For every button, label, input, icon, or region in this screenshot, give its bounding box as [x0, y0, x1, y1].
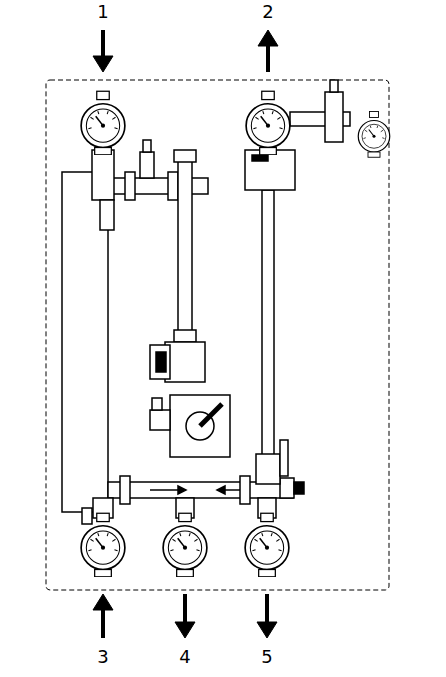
station-boundary: [46, 80, 389, 590]
pressure-gauge: [358, 112, 390, 158]
piping: [62, 80, 350, 524]
callout-number: 3: [97, 647, 108, 667]
pressure-gauge: [246, 91, 290, 155]
thermometer-gauge: [245, 513, 289, 577]
callout-number: 1: [97, 2, 108, 22]
callout-number: 2: [262, 2, 273, 22]
thermometer-gauge: [81, 513, 125, 577]
callout-number: 5: [261, 647, 272, 667]
pressure-gauge: [81, 91, 125, 155]
thermometer-gauge: [163, 513, 207, 577]
callout-number: 4: [179, 647, 190, 667]
